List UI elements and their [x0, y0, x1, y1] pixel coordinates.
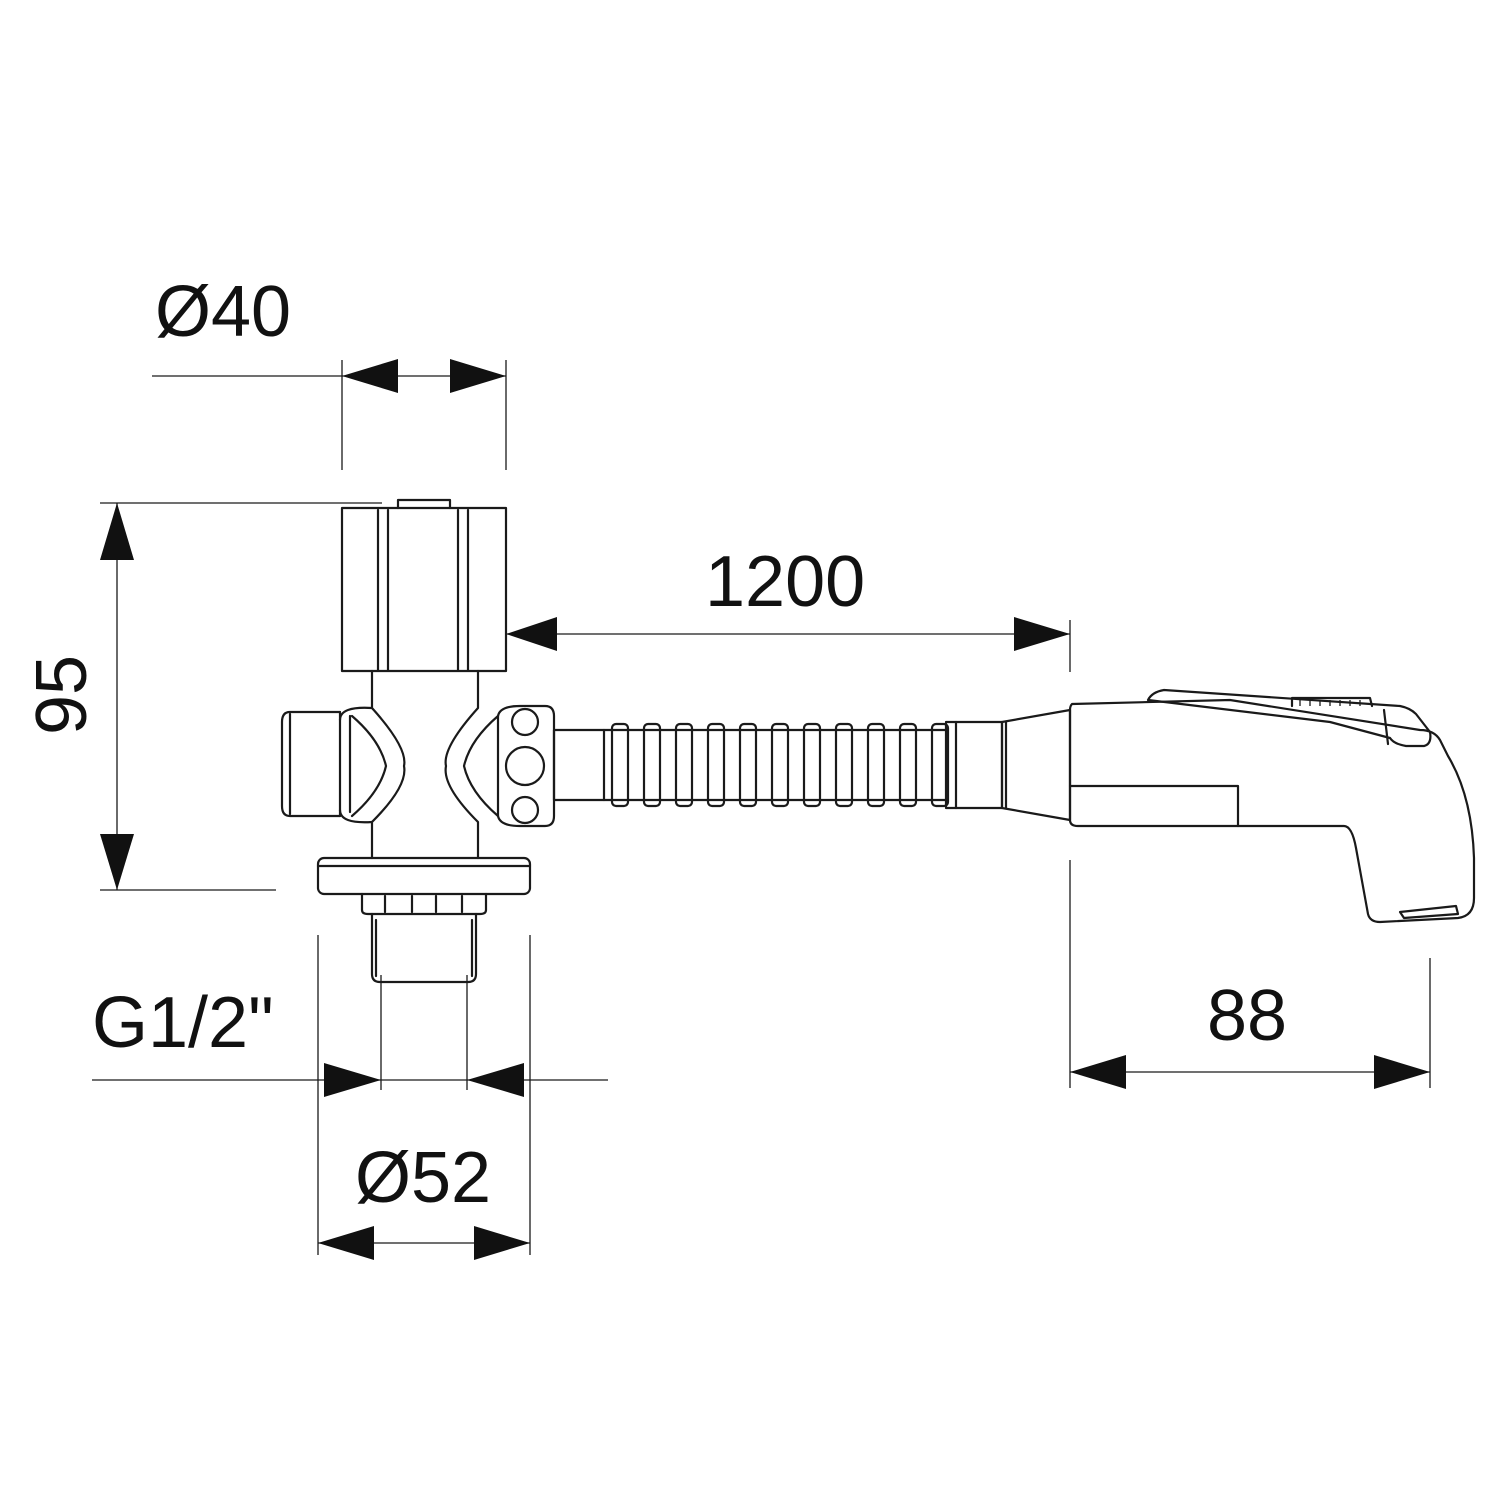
dim-label-hose-length: 1200	[705, 542, 865, 622]
arrowhead	[1014, 617, 1070, 651]
hose-rib	[898, 722, 918, 808]
dimension-dia-base: Ø52	[317, 935, 531, 1260]
dimension-dia-top: Ø40	[152, 272, 507, 470]
grip-ridges	[1290, 696, 1374, 708]
hose-rib	[770, 722, 790, 808]
dim-label-handset-length: 88	[1207, 976, 1287, 1056]
hose-rib	[674, 722, 694, 808]
arrowhead	[318, 1226, 374, 1260]
hose-rib	[738, 722, 758, 808]
hose-rib	[834, 722, 854, 808]
spray-nozzle	[1398, 904, 1460, 920]
arrowhead	[100, 503, 134, 560]
hose-ferrule	[552, 728, 606, 802]
arrowhead	[324, 1063, 381, 1097]
hose-rib	[866, 722, 886, 808]
arrowhead	[1374, 1055, 1430, 1089]
base-flange	[316, 856, 532, 896]
dim-label-dia-base: Ø52	[355, 1138, 491, 1218]
dim-label-height: 95	[22, 655, 102, 735]
flexible-hose	[552, 708, 1072, 822]
dim-label-dia-top: Ø40	[155, 272, 291, 352]
arrowhead	[1070, 1055, 1126, 1089]
hose-end-fitting	[944, 720, 1004, 810]
arrowhead	[342, 359, 398, 393]
hose-rib	[642, 722, 662, 808]
arrowhead	[100, 834, 134, 890]
dimension-thread: G1/2"	[92, 975, 608, 1097]
arrowhead	[474, 1226, 530, 1260]
dimension-height: 95	[22, 502, 382, 891]
arrowhead	[506, 617, 557, 651]
dimension-hose-length: 1200	[506, 542, 1071, 672]
trigger-lever	[1146, 688, 1432, 748]
hose-rib	[610, 722, 630, 808]
handset-body	[1068, 698, 1476, 924]
hand-shower	[1068, 688, 1476, 924]
dimension-handset-length: 88	[1069, 860, 1431, 1089]
hose-rib	[930, 722, 950, 808]
valve-body	[280, 498, 556, 984]
valve-knob	[340, 506, 508, 673]
arrowhead	[467, 1063, 524, 1097]
arrowhead	[450, 359, 506, 393]
threaded-connector	[370, 912, 478, 984]
hose-rib	[706, 722, 726, 808]
hose-rib	[802, 722, 822, 808]
dim-label-thread: G1/2"	[92, 983, 274, 1063]
